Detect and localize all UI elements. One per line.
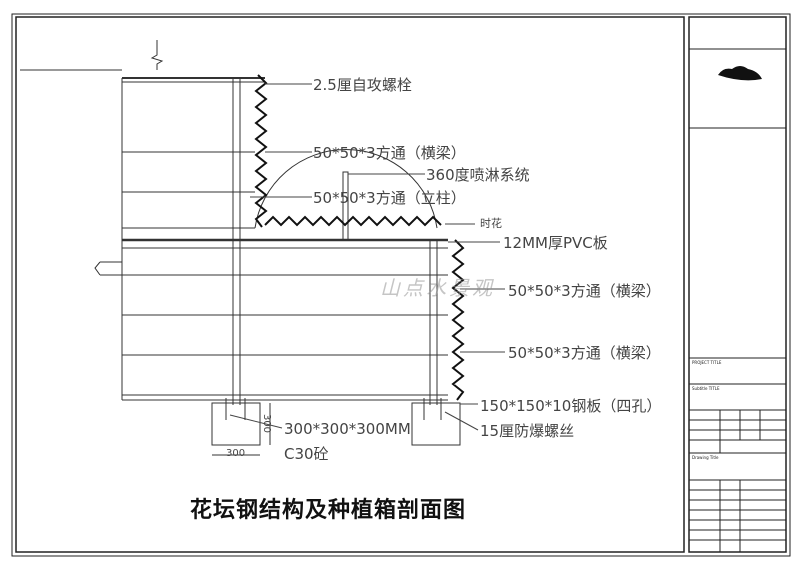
steel-frame	[121, 77, 448, 405]
label-column: 50*50*3方通（立柱）	[313, 189, 466, 207]
label-bolt-top: 2.5厘自攻螺栓	[313, 76, 412, 94]
title-block-frame	[688, 16, 787, 553]
sprinkler-arc	[254, 149, 438, 229]
label-sprinkler: 360度喷淋系统	[426, 166, 530, 184]
label-flowers: 时花	[480, 217, 502, 230]
drawing-title: 花坛钢结构及种植箱剖面图	[190, 498, 467, 523]
label-beam-3: 50*50*3方通（横梁）	[508, 344, 661, 362]
plants	[254, 74, 465, 401]
dim-height: 300	[261, 413, 273, 434]
company-logo	[718, 66, 762, 81]
label-beam-2: 50*50*3方通（横梁）	[508, 282, 661, 300]
dim-width: 300	[226, 448, 246, 459]
inner-border	[15, 16, 685, 553]
leader-lines	[229, 83, 505, 431]
drawing-title-label: Drawing Title	[692, 455, 719, 460]
subtitle-label: Subtitle TITLE	[692, 386, 720, 391]
label-steel-plate: 150*150*10钢板（四孔）	[480, 397, 662, 415]
concrete-footings	[211, 398, 461, 456]
project-title-label: PROJECT TITLE	[692, 360, 722, 365]
label-screw: 15厘防爆螺丝	[480, 422, 575, 440]
title-block-lines	[689, 48, 786, 552]
label-pvc: 12MM厚PVC板	[503, 234, 608, 252]
label-concrete: C30砼	[284, 445, 329, 463]
label-footing-size: 300*300*300MM	[284, 420, 411, 438]
outer-border	[11, 13, 791, 557]
existing-wall	[20, 40, 164, 276]
label-beam-1: 50*50*3方通（横梁）	[313, 144, 466, 162]
watermark: 山点水景观	[380, 276, 495, 300]
